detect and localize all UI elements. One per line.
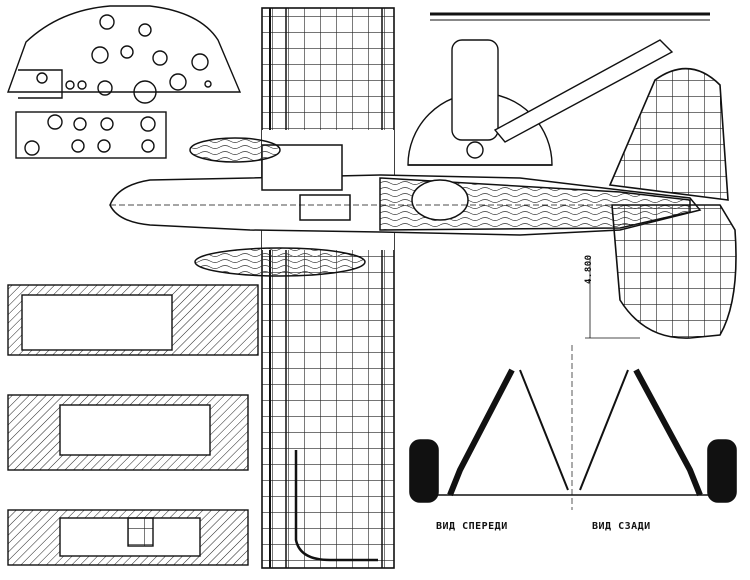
instrument-panel bbox=[7, 5, 242, 159]
front-view-label: ВИД СПЕРЕДИ bbox=[436, 521, 508, 532]
cockpit-sections bbox=[7, 284, 259, 566]
landing-gear-views bbox=[409, 258, 737, 510]
gauges bbox=[24, 14, 212, 156]
engine-assembly bbox=[407, 12, 710, 166]
wing-plan bbox=[261, 7, 395, 569]
tail-fin bbox=[608, 67, 737, 339]
rear-view-label: ВИД СЗАДИ bbox=[592, 521, 651, 532]
dimension-label: 4.800 bbox=[584, 254, 594, 284]
